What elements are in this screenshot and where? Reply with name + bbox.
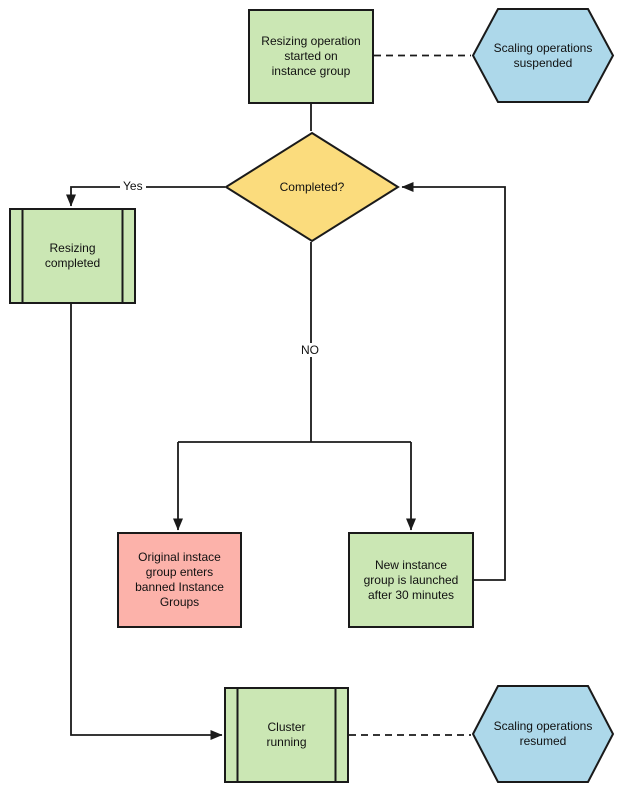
process-new-group-shape [348,532,474,628]
edge-feedback-to-decision [401,182,506,581]
predefined-cluster-running-shape [224,687,349,783]
edge-resizing-to-cluster [70,304,223,740]
hexagon-scaling-resumed-shape [471,685,615,783]
hexagon-scaling-suspended-shape [471,8,615,103]
edge-yes-to-resizing-completed [66,186,225,207]
predefined-resizing-completed-shape [9,208,136,304]
process-banned-group-shape [117,532,242,628]
decision-completed-shape [224,131,400,243]
process-resize-started-shape [248,9,374,104]
